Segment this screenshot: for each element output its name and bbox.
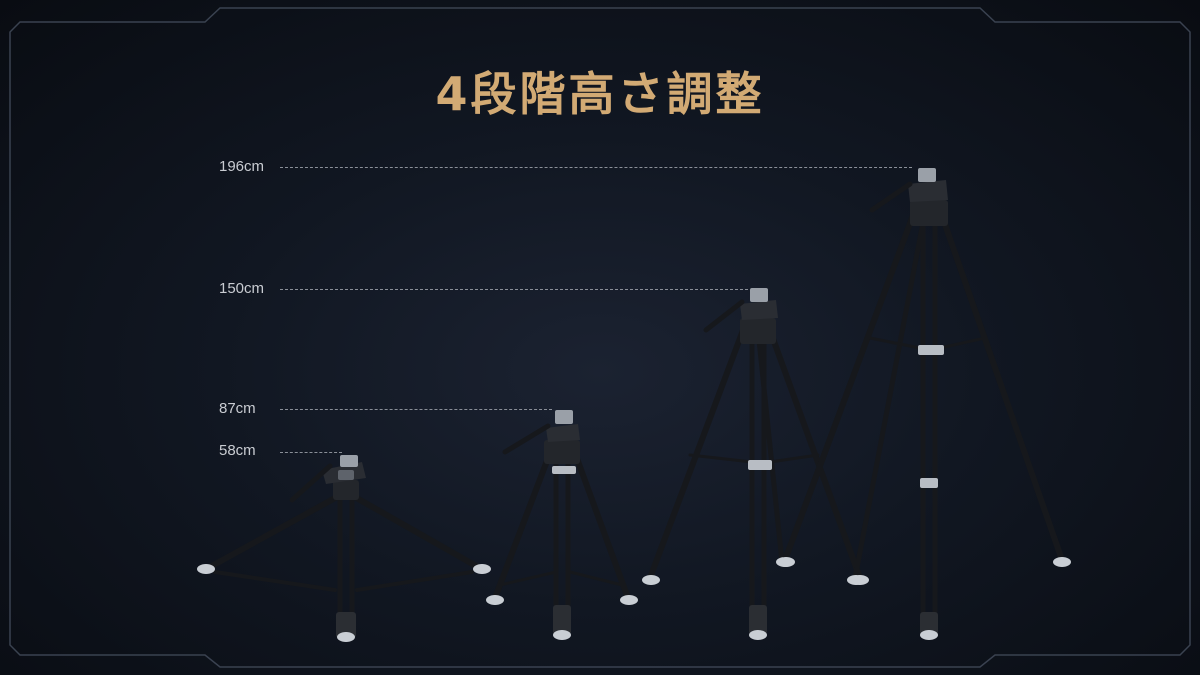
height-label-150: 150cm — [219, 280, 265, 297]
height-label-87: 87cm — [219, 400, 256, 417]
tripod-150cm — [642, 288, 869, 640]
page-title: 4段階高さ調整 — [435, 67, 765, 121]
tripod-87cm — [486, 410, 638, 640]
height-label-196: 196cm — [219, 158, 265, 175]
guide-line-150 — [280, 289, 748, 290]
guide-line-87 — [280, 409, 552, 410]
height-label-58: 58cm — [219, 442, 256, 459]
guide-line-196 — [280, 167, 912, 168]
guide-line-58 — [280, 452, 342, 453]
tripod-58cm — [197, 455, 491, 642]
tripod-196cm — [777, 168, 1071, 640]
